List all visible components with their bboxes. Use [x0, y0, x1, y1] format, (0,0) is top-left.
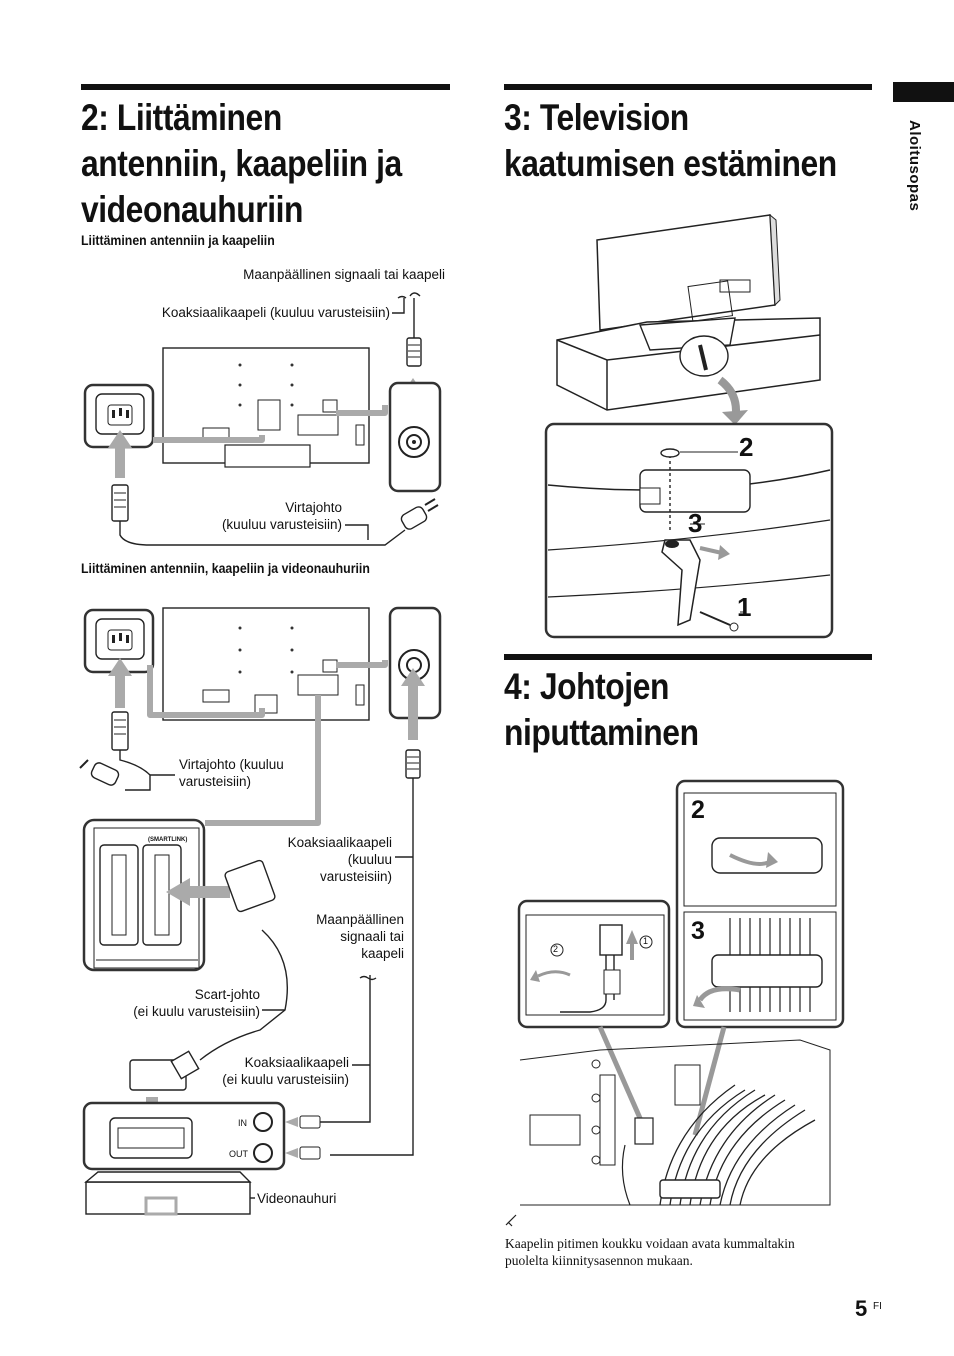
page-number: 5: [855, 1296, 868, 1321]
step-number-3: 3: [688, 508, 703, 538]
label-port-out: OUT: [229, 1149, 248, 1159]
section-heading-3: 3: Television kaatumisen estäminen: [504, 97, 837, 184]
label-port-in: IN: [238, 1118, 247, 1128]
circled-step-2: 2: [553, 944, 559, 954]
label-coax-cable: Koaksiaalikaapeli (kuuluu varusteisiin): [161, 305, 390, 320]
step-number-2: 2: [739, 432, 754, 462]
pencil-icon: [505, 1214, 517, 1227]
label-smartlink: (SMARTLINK): [148, 837, 188, 843]
circled-step-1: 1: [643, 936, 649, 946]
side-tab-label: Aloitusopas: [906, 120, 923, 212]
section-heading-4: 4: Johtojen niputtaminen: [504, 666, 699, 753]
section-rule: [504, 84, 872, 90]
label-power-cord: Virtajohto (kuuluu varusteisiin): [221, 500, 342, 532]
section-heading-2: 2: Liittäminen antenniin, kaapeliin ja v…: [81, 97, 402, 230]
side-tab-marker: [893, 82, 954, 102]
label-coax-included: Koaksiaalikaapeli (kuuluu varusteisiin): [287, 835, 392, 884]
label-vcr: Videonauhuri: [257, 1191, 337, 1206]
subheading-antenna: Liittäminen antenniin ja kaapeliin: [81, 232, 275, 248]
subheading-vcr: Liittäminen antenniin, kaapeliin ja vide…: [81, 560, 370, 576]
step-number-1: 1: [737, 592, 752, 622]
label-terrestrial-signal: Maanpäällinen signaali tai kaapeli: [243, 267, 445, 282]
step-number-3: 3: [691, 917, 705, 945]
label-terrestrial-signal-2: Maanpäällinen signaali tai kaapeli: [316, 912, 404, 961]
note-text: Kaapelin pitimen koukku voidaan avata ku…: [505, 1236, 795, 1268]
section-rule: [504, 654, 872, 660]
step-number-2: 2: [691, 796, 705, 824]
page-suffix: FI: [873, 1301, 882, 1312]
section-rule: [81, 84, 450, 90]
label-coax-not-included: Koaksiaalikaapeli (ei kuulu varusteisiin…: [222, 1055, 349, 1087]
label-power-cord-2: Virtajohto (kuuluu varusteisiin): [179, 757, 284, 789]
label-scart-cable: Scart-johto (ei kuulu varusteisiin): [133, 987, 260, 1019]
